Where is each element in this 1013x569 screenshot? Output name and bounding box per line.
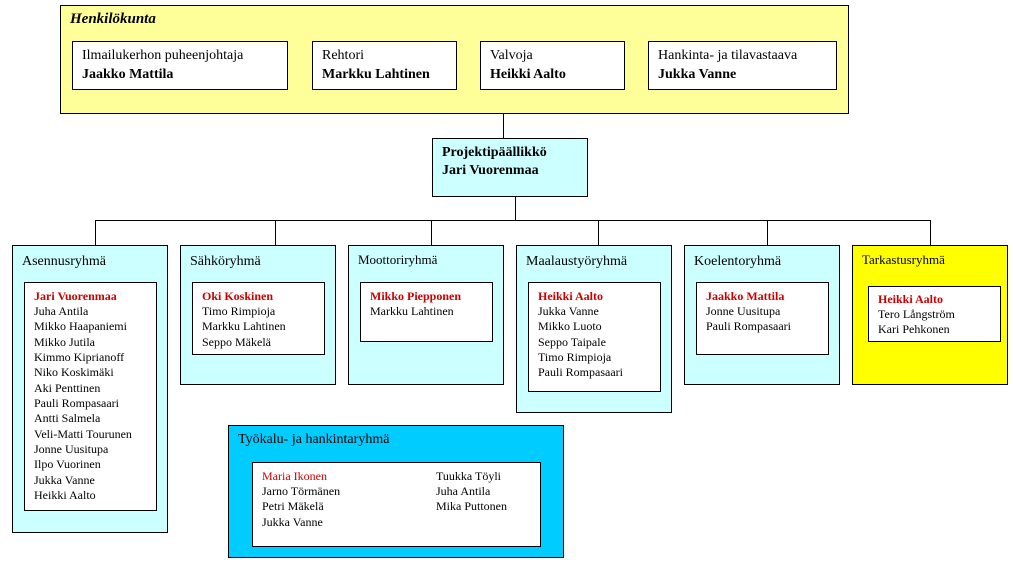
manager-box: Projektipäällikkö Jari Vuorenmaa [432,138,588,197]
board-member-name: Markku Lahtinen [322,67,430,82]
group-title: Koelentoryhmä [694,254,782,269]
list-item: Jonne Uusitupa [34,442,109,456]
group-title: Asennusryhmä [22,254,106,269]
list-item: Petri Mäkelä [262,499,324,513]
group-leader: Jaakko Mattila [706,289,785,303]
list-item: Mikko Jutila [34,335,96,349]
list-item: Jarno Törmänen [262,484,341,498]
list-item: Jonne Uusitupa [706,304,781,318]
group-leader: Oki Koskinen [202,289,274,303]
list-item: Mikko Luoto [538,319,602,333]
group-title: Tarkastusryhmä [862,252,945,267]
board-member-role: Ilmailukerhon puheenjohtaja [82,48,244,63]
group-members-box: Maria Ikonen Jarno Törmänen Petri Mäkelä… [252,462,541,547]
manager-role: Projektipäällikkö [442,145,547,160]
list-item: Aki Penttinen [34,381,101,395]
list-item: Seppo Mäkelä [202,335,271,349]
list-item: Tero Långström [878,307,955,321]
group-members-box: Mikko Piepponen Markku Lahtinen [360,282,493,342]
board-member-role: Valvoja [490,48,533,63]
list-item: Juha Antila [436,484,491,498]
board-box: Henkilökunta Ilmailukerhon puheenjohtaja… [60,5,849,114]
board-member-2: Rehtori Markku Lahtinen [312,41,457,90]
connector-group-3 [431,220,432,245]
group-members-box: Heikki Aalto Jukka Vanne Mikko Luoto Sep… [528,282,661,392]
board-title: Henkilökunta [70,11,156,27]
list-item: Jukka Vanne [538,304,599,318]
board-member-1: Ilmailukerhon puheenjohtaja Jaakko Matti… [72,41,288,90]
list-item: Kari Pehkonen [878,322,950,336]
group-leader: Jari Vuorenmaa [34,289,117,303]
list-item: Veli-Matti Tourunen [34,427,132,441]
connector-group-4 [598,220,599,245]
list-item: Seppo Taipale [538,335,606,349]
board-member-name: Heikki Aalto [490,67,566,82]
group-members-box: Heikki Aalto Tero Långström Kari Pehkone… [868,286,1001,342]
connector-group-1 [95,220,96,245]
connector-horizontal [95,220,931,221]
connector-manager-groups [515,197,516,221]
connector-group-2 [275,220,276,245]
manager-name: Jari Vuorenmaa [442,163,539,178]
board-member-role: Rehtori [322,48,364,63]
list-item: Heikki Aalto [34,488,96,502]
group-assembly: Asennusryhmä Jari Vuorenmaa Juha Antila … [12,245,168,533]
list-item: Juha Antila [34,304,89,318]
group-electrical: Sähköryhmä Oki Koskinen Timo Rimpioja Ma… [180,245,336,385]
list-item: Pauli Rompasaari [538,365,623,379]
board-member-name: Jaakko Mattila [82,67,174,82]
list-item: Tuukka Töyli [436,469,502,483]
list-item: Pauli Rompasaari [34,396,119,410]
list-item: Jukka Vanne [34,473,95,487]
group-painting: Maalaustyöryhmä Heikki Aalto Jukka Vanne… [516,245,672,413]
list-item: Timo Rimpioja [538,350,612,364]
group-engine: Moottoriryhmä Mikko Piepponen Markku Lah… [348,245,504,385]
list-item: Kimmo Kiprianoff [34,350,124,365]
group-title: Työkalu- ja hankintaryhmä [238,432,390,447]
group-leader: Heikki Aalto [538,289,604,303]
group-leader: Mikko Piepponen [370,289,462,303]
group-leader: Heikki Aalto [878,292,944,306]
group-members-box: Oki Koskinen Timo Rimpioja Markku Lahtin… [192,282,325,355]
list-item: Mika Puttonen [436,499,507,513]
group-members-box: Jaakko Mattila Jonne Uusitupa Pauli Romp… [696,282,829,355]
list-item: Pauli Rompasaari [706,319,791,333]
board-member-4: Hankinta- ja tilavastaava Jukka Vanne [648,41,837,90]
group-members-box: Jari Vuorenmaa Juha Antila Mikko Haapani… [24,282,157,511]
list-item: Mikko Haapaniemi [34,319,127,333]
group-leader: Maria Ikonen [262,469,327,483]
group-title: Moottoriryhmä [358,252,438,267]
group-tools: Työkalu- ja hankintaryhmä Maria Ikonen J… [228,425,564,558]
list-item: Timo Rimpioja [202,304,276,318]
connector-group-5 [767,220,768,245]
list-item: Niko Koskimäki [34,365,114,379]
list-item: Antti Salmela [34,411,101,425]
list-item: Ilpo Vuorinen [34,457,101,471]
list-item: Markku Lahtinen [370,304,454,318]
connector-board-manager [503,114,504,138]
board-member-role: Hankinta- ja tilavastaava [658,48,798,63]
group-inspection: Tarkastusryhmä Heikki Aalto Tero Långstr… [852,245,1008,385]
list-item: Jukka Vanne [262,515,323,529]
list-item: Markku Lahtinen [202,319,286,333]
board-member-3: Valvoja Heikki Aalto [480,41,625,90]
group-test-flight: Koelentoryhmä Jaakko Mattila Jonne Uusit… [684,245,840,385]
connector-group-6 [930,220,931,245]
name-first: Kimmo Kiprianoff [34,350,125,364]
board-member-name: Jukka Vanne [658,67,737,82]
group-title: Maalaustyöryhmä [526,254,628,269]
group-title: Sähköryhmä [190,254,261,269]
